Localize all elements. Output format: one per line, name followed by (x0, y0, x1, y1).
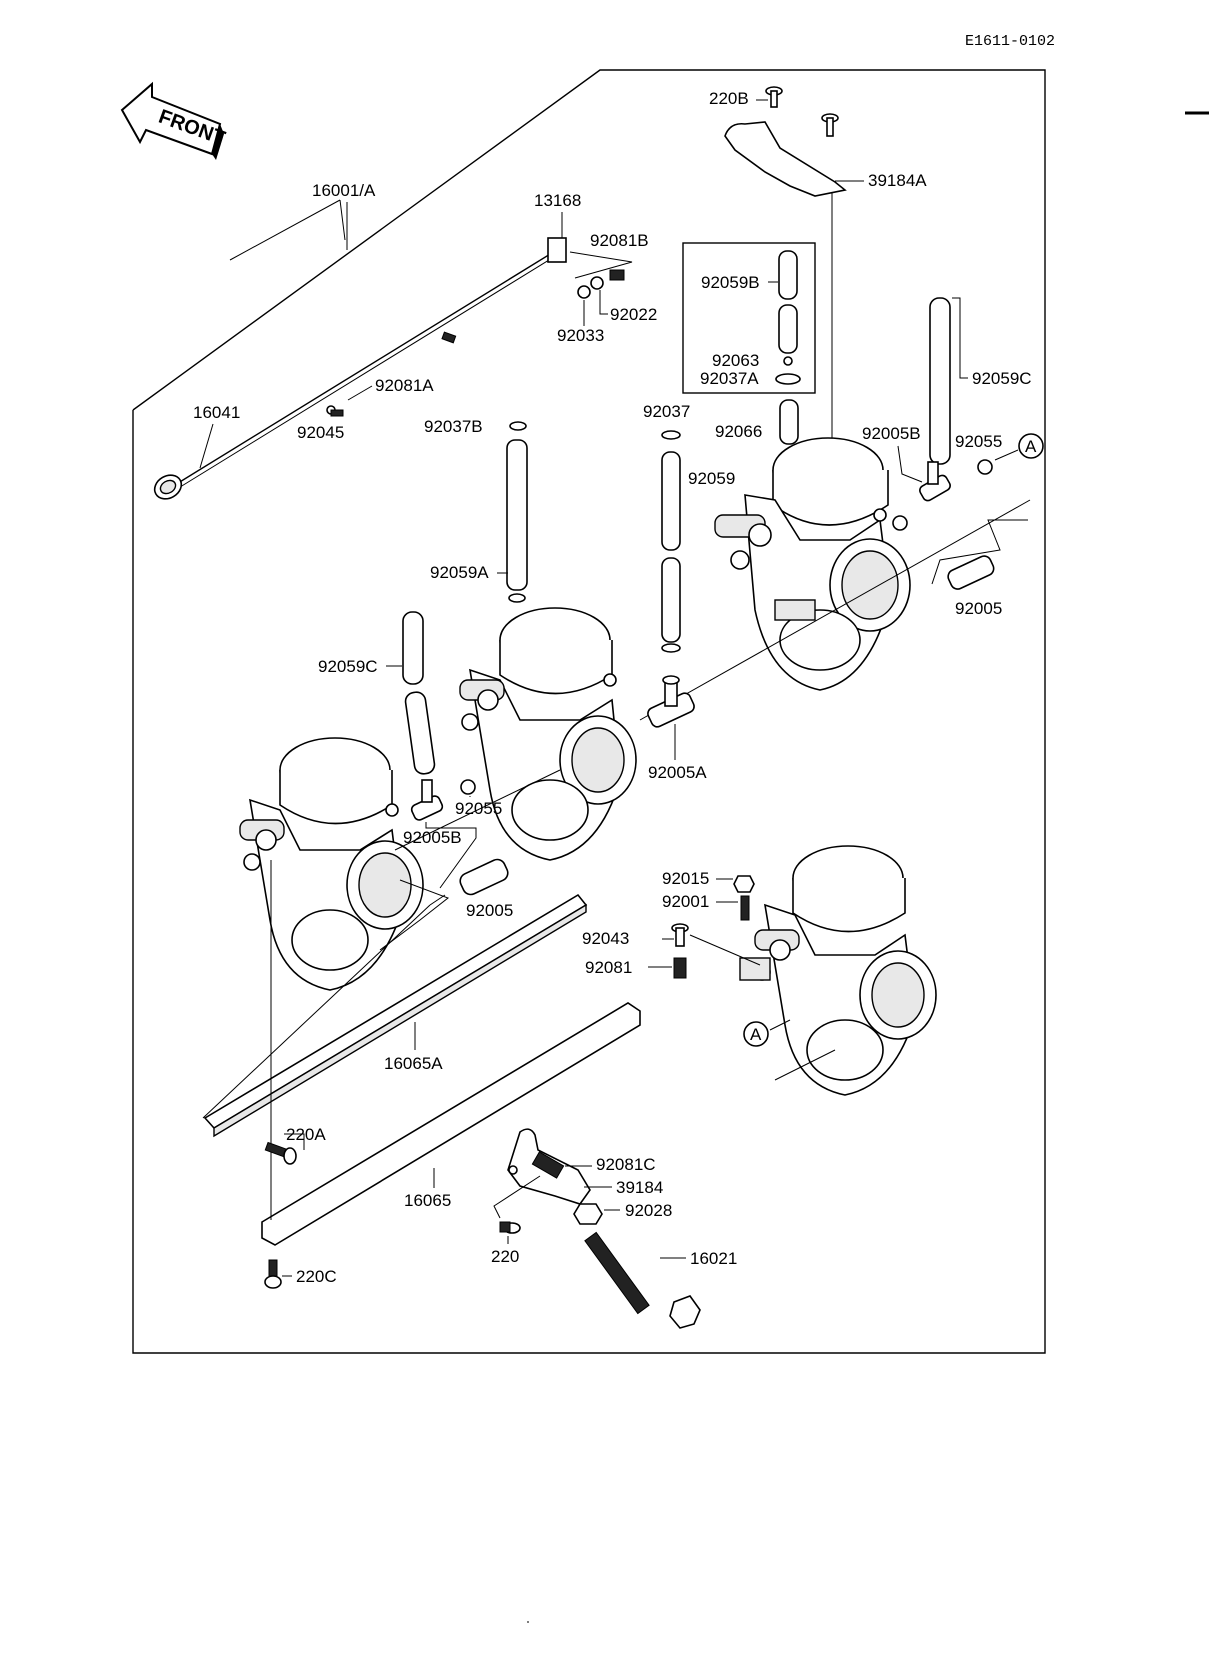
clip-icon (508, 593, 526, 603)
pin-icon (671, 923, 689, 947)
label-16041: 16041 (193, 403, 240, 422)
label-16021: 16021 (690, 1249, 737, 1268)
label-92059: 92059 (688, 469, 735, 488)
label-92001: 92001 (662, 892, 709, 911)
label-92059C-left: 92059C (318, 657, 378, 676)
tube-92059 (661, 557, 681, 643)
clip-icon (661, 430, 681, 440)
label-92081C: 92081C (596, 1155, 656, 1174)
label-220B: 220B (709, 89, 749, 108)
screw-icon (740, 895, 750, 921)
tube-92059 (661, 451, 681, 551)
fitting-92005-right (947, 555, 995, 590)
marker-a-bottom-label: A (750, 1025, 762, 1044)
spring-icon (673, 957, 687, 979)
fitting-92005B-right (919, 461, 951, 502)
label-220A: 220A (286, 1125, 326, 1144)
nut-icon (733, 875, 755, 893)
marker-a-top (1018, 433, 1044, 459)
label-92055-right: 92055 (955, 432, 1002, 451)
fitting-92005B-left (410, 779, 444, 821)
label-92059B: 92059B (701, 273, 760, 292)
tube-92059C-right (929, 297, 951, 465)
washer-icon (577, 285, 591, 299)
carburetor-left (239, 737, 424, 991)
label-39184A: 39184A (868, 171, 927, 190)
fitting-92005A (647, 675, 695, 728)
label-92037B: 92037B (424, 417, 483, 436)
label-92059A: 92059A (430, 563, 489, 582)
nut-92028 (573, 1203, 603, 1225)
washer-92055-left (460, 779, 476, 795)
label-92045: 92045 (297, 423, 344, 442)
diagram-code: E1611-0102 (965, 33, 1055, 50)
screw-220A (264, 1141, 297, 1165)
label-39184: 39184 (616, 1178, 663, 1197)
label-92022: 92022 (610, 305, 657, 324)
label-16065: 16065 (404, 1191, 451, 1210)
spring-icon (609, 269, 625, 281)
marker-a-bottom (743, 1021, 769, 1047)
diagram-frame (132, 69, 1046, 1354)
adjuster-screw-16021 (584, 1231, 701, 1329)
label-92081A: 92081A (375, 376, 434, 395)
label-92005-right: 92005 (955, 599, 1002, 618)
label-16065A: 16065A (384, 1054, 443, 1073)
washer-92055 (977, 459, 993, 475)
screw-220C (264, 1259, 282, 1289)
label-92066: 92066 (715, 422, 762, 441)
bracket-39184A (724, 121, 847, 197)
label-92005B-right: 92005B (862, 424, 921, 443)
label-92059C-right: 92059C (972, 369, 1032, 388)
spring-icon (330, 409, 344, 417)
label-13168: 13168 (534, 191, 581, 210)
tube-92059C-left (402, 611, 424, 685)
label-220C: 220C (296, 1267, 337, 1286)
tube-92059A (506, 439, 528, 591)
label-92028: 92028 (625, 1201, 672, 1220)
label-220: 220 (491, 1247, 519, 1266)
screw-icon (821, 113, 839, 137)
clip-icon (775, 373, 801, 385)
marker-a-top-label: A (1025, 437, 1037, 456)
label-92037: 92037 (643, 402, 690, 421)
label-92033: 92033 (557, 326, 604, 345)
tube-icon (778, 304, 798, 354)
front-arrow-icon: FRONT (120, 81, 228, 160)
label-16001A: 16001/A (312, 181, 376, 200)
label-92043: 92043 (582, 929, 629, 948)
spring-icon (441, 331, 457, 344)
label-92015: 92015 (662, 869, 709, 888)
screw-220 (499, 1221, 521, 1234)
clip-icon (661, 643, 681, 653)
kit-box (682, 242, 816, 394)
label-92005B-left: 92005B (403, 828, 462, 847)
label-92081B: 92081B (590, 231, 649, 250)
tube-92066 (779, 399, 799, 445)
carburetor-bottom-right (739, 845, 937, 1096)
ring-icon (783, 356, 793, 366)
label-92081: 92081 (585, 958, 632, 977)
bar-16065 (261, 1002, 641, 1246)
carburetor-top-right (714, 437, 911, 691)
choke-cable (153, 199, 567, 500)
tube-92059C-left (404, 691, 436, 775)
label-92055-left: 92055 (455, 799, 502, 818)
label-92005A: 92005A (648, 763, 707, 782)
label-92037A: 92037A (700, 369, 759, 388)
screw-icon (765, 86, 783, 108)
carburetor-center (459, 607, 637, 861)
fitting-92005-left (459, 858, 509, 896)
label-92063: 92063 (712, 351, 759, 370)
spring-92081C (531, 1151, 565, 1179)
tube-icon (778, 250, 798, 300)
washer-icon (590, 276, 604, 290)
clip-icon (509, 421, 527, 431)
label-92005-left: 92005 (466, 901, 513, 920)
